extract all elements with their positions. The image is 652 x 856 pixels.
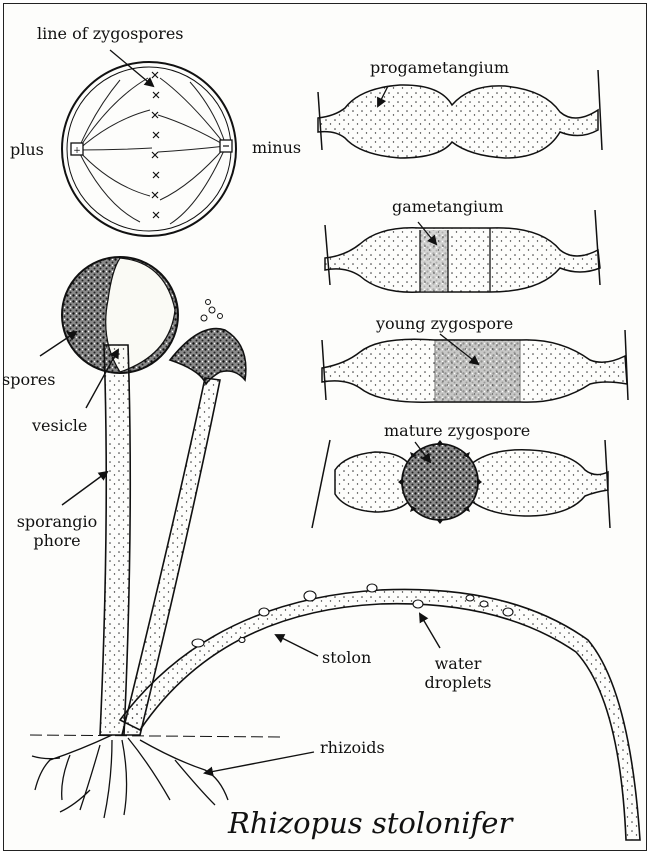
rhizoid-roots xyxy=(32,735,228,818)
label-sporangiophore-line2: phore xyxy=(12,531,102,550)
label-spores: spores xyxy=(2,370,55,389)
label-young-zygospore: young zygospore xyxy=(376,314,513,333)
label-sporangiophore-line1: sporangio xyxy=(12,512,102,531)
mature-zygospore-stage xyxy=(312,440,610,528)
label-water-droplets-line1: water xyxy=(418,654,498,673)
progametangium-stage xyxy=(318,70,602,158)
svg-text:+: + xyxy=(73,146,81,156)
sporangium-discharged xyxy=(170,300,246,385)
label-plus: plus xyxy=(10,140,44,159)
label-water-droplets-line2: droplets xyxy=(418,673,498,692)
label-gametangium: gametangium xyxy=(392,197,504,216)
substrate-line xyxy=(30,735,280,737)
label-stolon: stolon xyxy=(322,648,371,667)
stolon-hypha xyxy=(120,589,640,840)
label-rhizoids: rhizoids xyxy=(320,738,385,757)
label-mature-zygospore: mature zygospore xyxy=(384,421,530,440)
label-line-of-zygospores: line of zygospores xyxy=(37,24,184,43)
gametangium-stage xyxy=(325,210,600,292)
label-sporangiophore: sporangio phore xyxy=(12,512,102,550)
sporangiophore-stalk xyxy=(100,345,130,735)
label-water-droplets: water droplets xyxy=(418,654,498,692)
label-progametangium: progametangium xyxy=(370,58,509,77)
petri-dish: + xyxy=(62,62,236,236)
figure-title: Rhizopus stolonifer xyxy=(228,806,512,840)
label-minus: minus xyxy=(252,138,301,157)
label-vesicle: vesicle xyxy=(32,416,87,435)
young-zygospore-stage xyxy=(322,330,628,402)
